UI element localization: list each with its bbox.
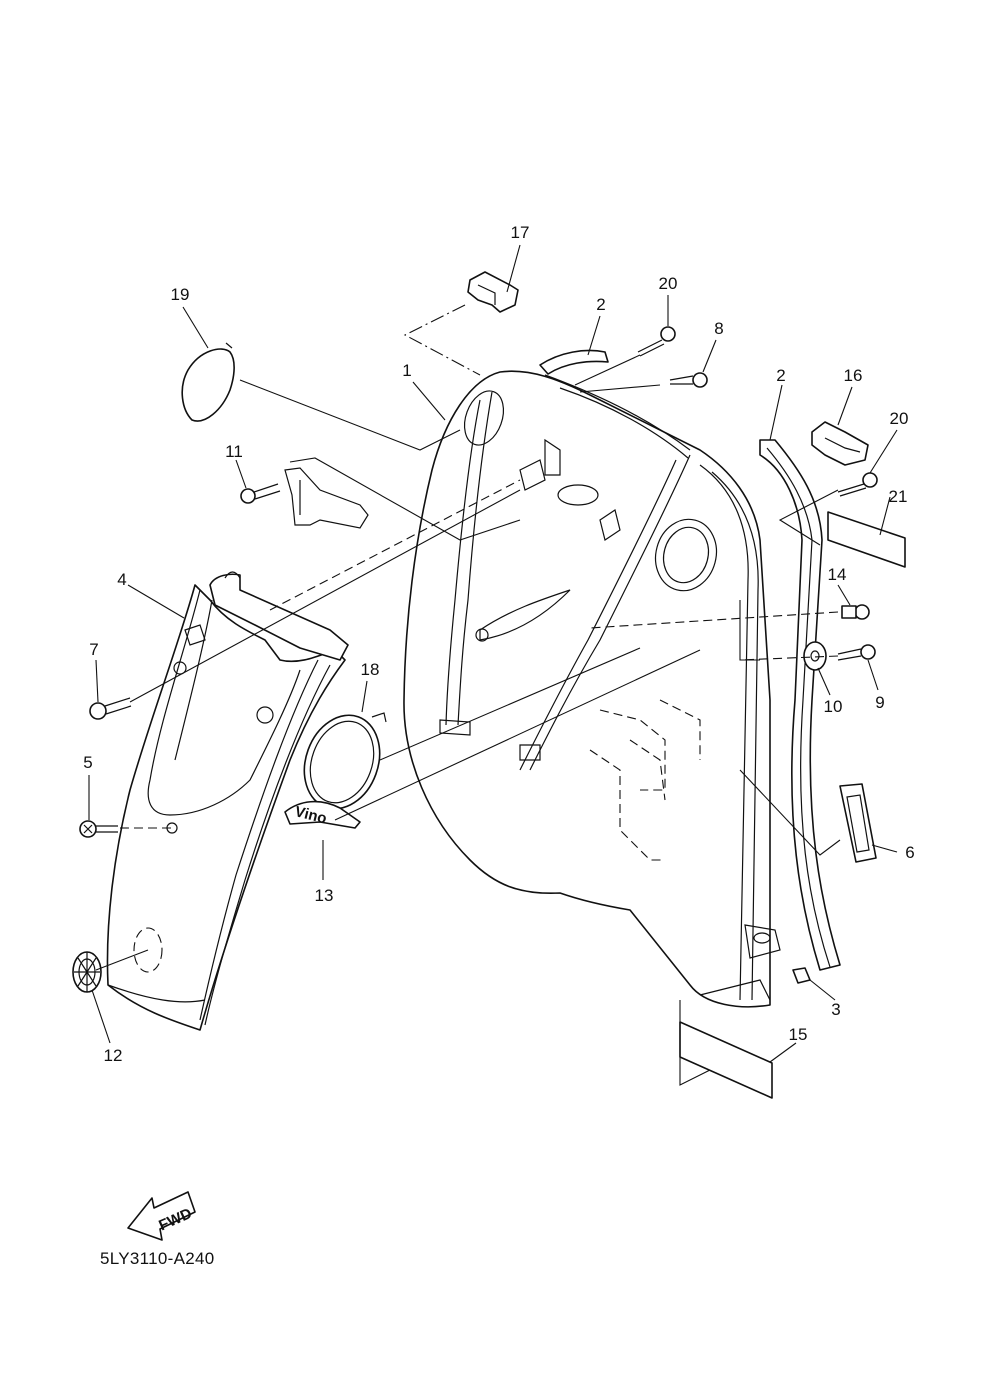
screw-14 xyxy=(841,604,870,620)
callout-20-right: 20 xyxy=(890,409,909,428)
callout-7: 7 xyxy=(89,640,98,659)
bracket-plate-11 xyxy=(284,467,369,529)
screw-5 xyxy=(79,820,118,838)
bracket-16 xyxy=(811,421,869,466)
front-panel xyxy=(106,571,349,1031)
weatherstrip-top xyxy=(539,349,609,375)
clip-6 xyxy=(839,783,877,863)
fwd-direction-badge: FWD xyxy=(127,1191,196,1241)
callout-4: 4 xyxy=(117,570,126,589)
callout-labels: 17 2 20 8 1 2 16 20 21 19 11 4 7 5 14 9 … xyxy=(83,223,914,1065)
callout-6: 6 xyxy=(905,843,914,862)
leg-shield-main xyxy=(403,370,781,1008)
screw-20-right xyxy=(837,472,878,497)
assembly-lines xyxy=(95,304,841,1086)
callout-11: 11 xyxy=(225,442,243,461)
screw-11 xyxy=(240,483,281,504)
grommet-12 xyxy=(72,951,102,993)
callout-9: 9 xyxy=(875,693,884,712)
callout-14: 14 xyxy=(828,565,847,584)
bracket-17 xyxy=(467,271,519,313)
label-15 xyxy=(679,1021,773,1099)
lens-cap-19 xyxy=(181,342,235,422)
callout-leaders xyxy=(88,244,898,1063)
weatherstrip-right xyxy=(759,439,841,971)
nut-3 xyxy=(792,967,811,984)
diagram-code: 5LY3110-A240 xyxy=(100,1249,215,1268)
callout-16: 16 xyxy=(844,366,863,385)
callout-12: 12 xyxy=(104,1046,123,1065)
screw-20-top xyxy=(637,326,676,357)
callout-20-top: 20 xyxy=(659,274,678,293)
callout-2-top: 2 xyxy=(596,295,605,314)
callout-18: 18 xyxy=(361,660,380,679)
screw-7 xyxy=(89,697,132,720)
callout-13: 13 xyxy=(315,886,334,905)
emblem-13: Vino xyxy=(284,800,361,829)
callout-19: 19 xyxy=(171,285,190,304)
callout-5: 5 xyxy=(83,753,92,772)
screw-9 xyxy=(837,644,876,661)
tape-21 xyxy=(827,511,906,568)
callout-21: 21 xyxy=(889,487,908,506)
callout-3: 3 xyxy=(831,1000,840,1019)
callout-2-right: 2 xyxy=(776,366,785,385)
callout-17: 17 xyxy=(511,223,530,242)
callout-10: 10 xyxy=(824,697,843,716)
callout-1: 1 xyxy=(402,361,411,380)
callout-8: 8 xyxy=(714,319,723,338)
washer-10 xyxy=(803,641,827,671)
screw-8 xyxy=(669,372,708,388)
callout-15: 15 xyxy=(789,1025,808,1044)
